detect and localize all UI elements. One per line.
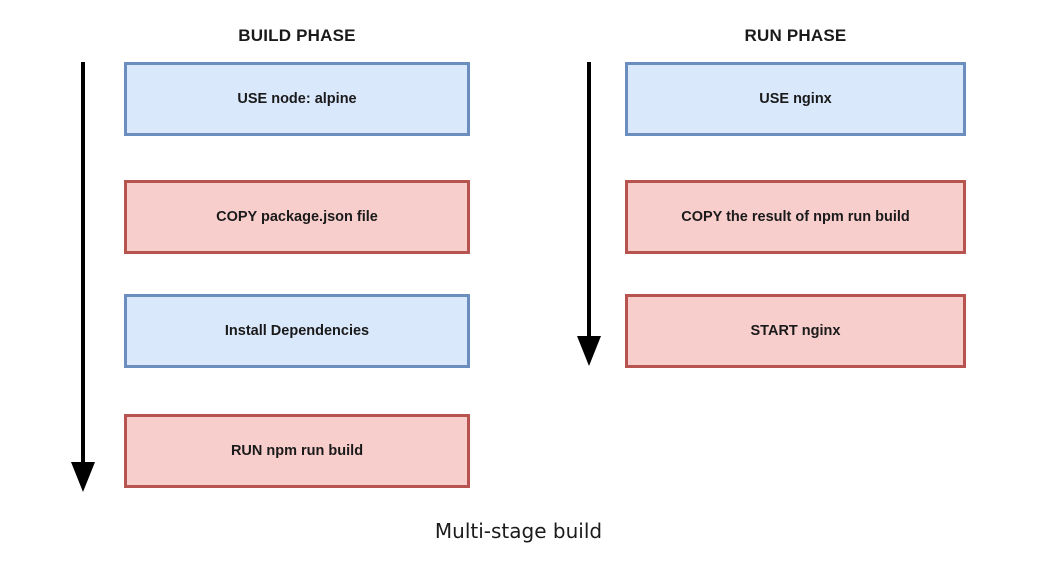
diagram-caption: Multi-stage build	[434, 519, 603, 543]
build-step-1-label: USE node: alpine	[237, 91, 357, 107]
run-step-1[interactable]: USE nginx	[625, 62, 966, 136]
run-phase-flow-arrow	[577, 62, 601, 366]
build-step-3-label: Install Dependencies	[224, 323, 370, 339]
build-phase-title: BUILD PHASE	[238, 26, 356, 45]
build-step-4-label: RUN npm run build	[230, 443, 364, 459]
run-step-2[interactable]: COPY the result of npm run build	[625, 180, 966, 254]
run-step-3-label: START nginx	[750, 323, 841, 339]
run-step-1-label: USE nginx	[759, 91, 832, 107]
run-step-2-label: COPY the result of npm run build	[681, 209, 910, 225]
build-step-2[interactable]: COPY package.json file	[124, 180, 470, 254]
build-phase-flow-arrow	[71, 62, 95, 492]
build-step-2-label: COPY package.json file	[216, 209, 378, 225]
build-step-3[interactable]: Install Dependencies	[124, 294, 470, 368]
build-step-1[interactable]: USE node: alpine	[124, 62, 470, 136]
build-step-4[interactable]: RUN npm run build	[124, 414, 470, 488]
run-phase-title: RUN PHASE	[744, 26, 847, 45]
run-step-3[interactable]: START nginx	[625, 294, 966, 368]
